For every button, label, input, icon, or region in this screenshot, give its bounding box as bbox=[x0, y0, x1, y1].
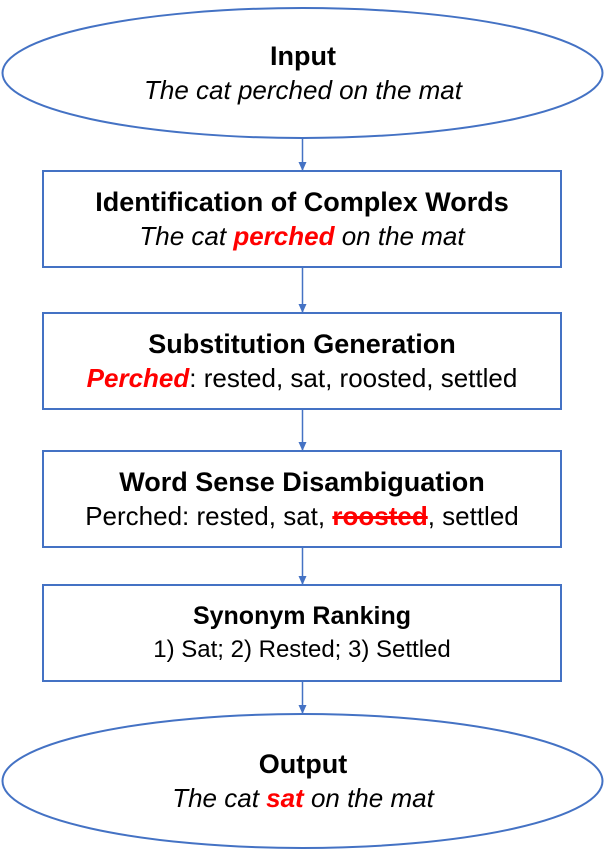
wsd-post: , settled bbox=[427, 501, 519, 531]
identification-title: Identification of Complex Words bbox=[95, 187, 509, 217]
identification-box-shape bbox=[42, 170, 562, 268]
identification-post: on the mat bbox=[334, 221, 465, 251]
output-highlight: sat bbox=[266, 783, 304, 813]
output-post: on the mat bbox=[303, 783, 434, 813]
identification-pre: The cat bbox=[139, 221, 234, 251]
substitution-box-shape bbox=[42, 312, 562, 410]
output-title: Output bbox=[258, 749, 348, 779]
wsd-pre: Perched: rested, sat, bbox=[85, 501, 333, 531]
output-ellipse-shape bbox=[1, 713, 604, 849]
ranking-node: Synonym Ranking 1) Sat; 2) Rested; 3) Se… bbox=[43, 585, 561, 681]
substitution-title: Substitution Generation bbox=[148, 329, 456, 359]
output-pre: The cat bbox=[172, 783, 267, 813]
substitution-line: Perched: rested, sat, roosted, settled bbox=[87, 361, 518, 395]
identification-sentence: The cat perched on the mat bbox=[139, 219, 464, 253]
input-sentence: The cat perched on the mat bbox=[144, 75, 462, 105]
wsd-line: Perched: rested, sat, roosted, settled bbox=[85, 499, 519, 533]
complex-word-highlight: perched bbox=[233, 221, 335, 251]
wsd-node: Word Sense Disambiguation Perched: reste… bbox=[43, 451, 561, 547]
input-node: Input The cat perched on the mat bbox=[3, 8, 603, 138]
output-sentence: The cat sat on the mat bbox=[172, 781, 434, 815]
input-title: Input bbox=[270, 41, 336, 71]
ranking-title: Synonym Ranking bbox=[192, 602, 412, 630]
wsd-box-shape bbox=[42, 450, 562, 548]
substitution-word: Perched bbox=[86, 363, 190, 393]
substitution-candidates: : rested, sat, roosted, settled bbox=[189, 363, 518, 393]
wsd-title: Word Sense Disambiguation bbox=[119, 467, 485, 497]
wsd-struck-word: roosted bbox=[332, 501, 428, 531]
substitution-node: Substitution Generation Perched: rested,… bbox=[43, 313, 561, 409]
ranking-list: 1) Sat; 2) Rested; 3) Settled bbox=[153, 636, 451, 663]
identification-node: Identification of Complex Words The cat … bbox=[43, 171, 561, 267]
output-node: Output The cat sat on the mat bbox=[3, 714, 603, 848]
